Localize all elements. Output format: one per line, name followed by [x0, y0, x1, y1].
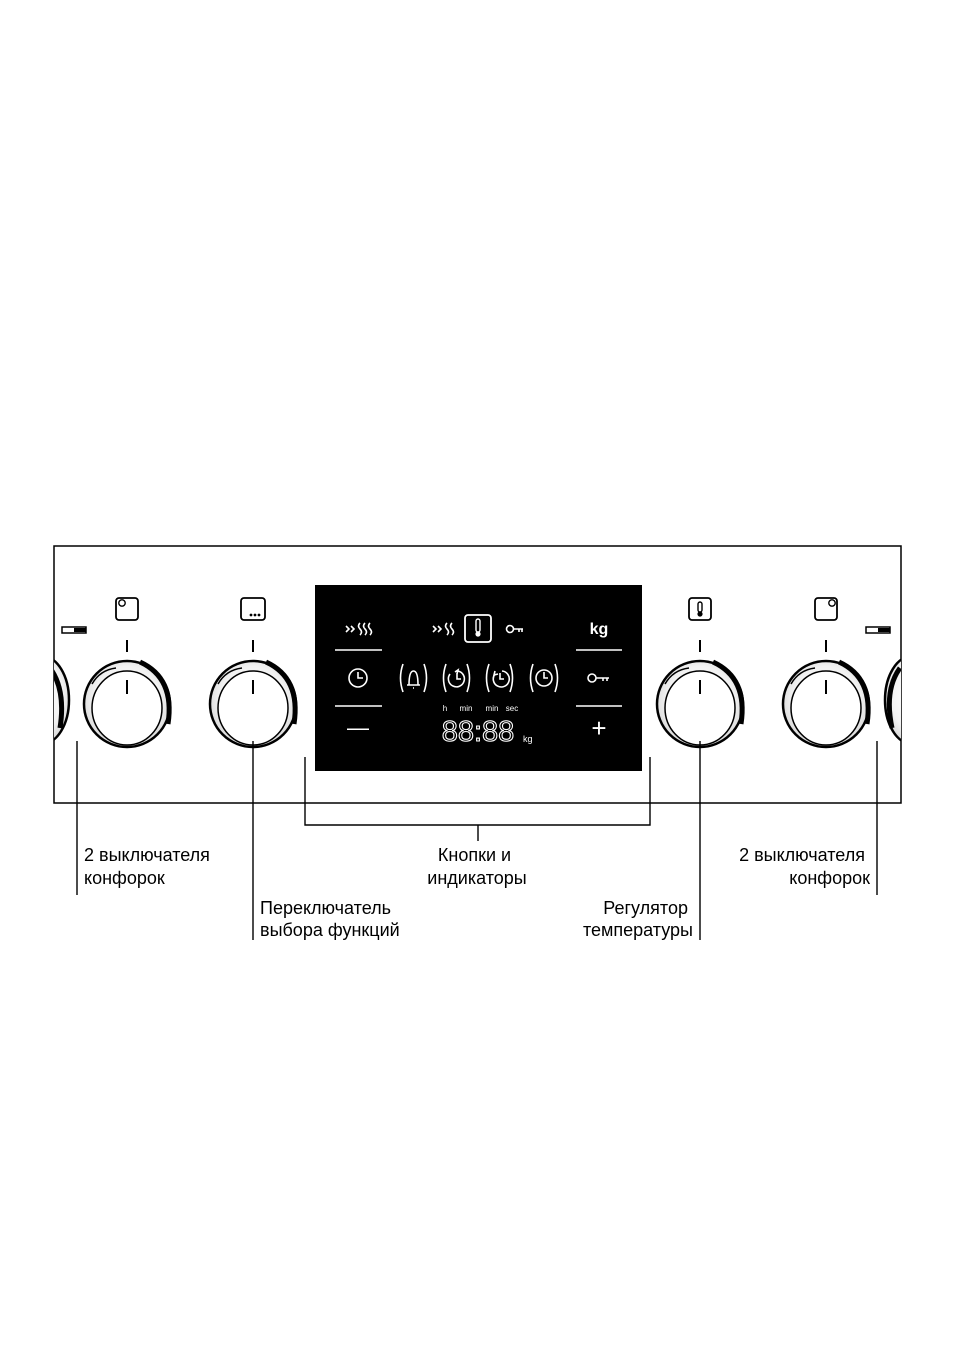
- plus-button[interactable]: +: [591, 713, 606, 743]
- right-edge-knob[interactable]: [885, 656, 939, 744]
- svg-text:min: min: [460, 704, 473, 713]
- svg-text:sec: sec: [506, 704, 518, 713]
- svg-text:min: min: [486, 704, 499, 713]
- display-panel: kg —: [315, 585, 642, 771]
- svg-text:h: h: [443, 704, 447, 713]
- left-edge-knob[interactable]: [15, 656, 69, 744]
- readout-unit-kg: kg: [523, 734, 533, 744]
- label-buttons-indicators: Кнопки и индикаторы: [427, 845, 526, 888]
- label-function-selector: Переключатель выбора функций: [260, 898, 400, 940]
- left-indicator-bar: [62, 627, 86, 633]
- label-left-burners: 2 выключателя конфорок: [84, 845, 215, 888]
- weight-button-label[interactable]: kg: [590, 621, 609, 638]
- digital-readout: 88:88: [442, 716, 515, 748]
- label-temperature-regulator: Регулятор температуры: [583, 898, 693, 940]
- label-right-burners: 2 выключателя конфорок: [739, 845, 870, 888]
- right-indicator-bar: [866, 627, 890, 633]
- minus-button[interactable]: —: [347, 715, 369, 740]
